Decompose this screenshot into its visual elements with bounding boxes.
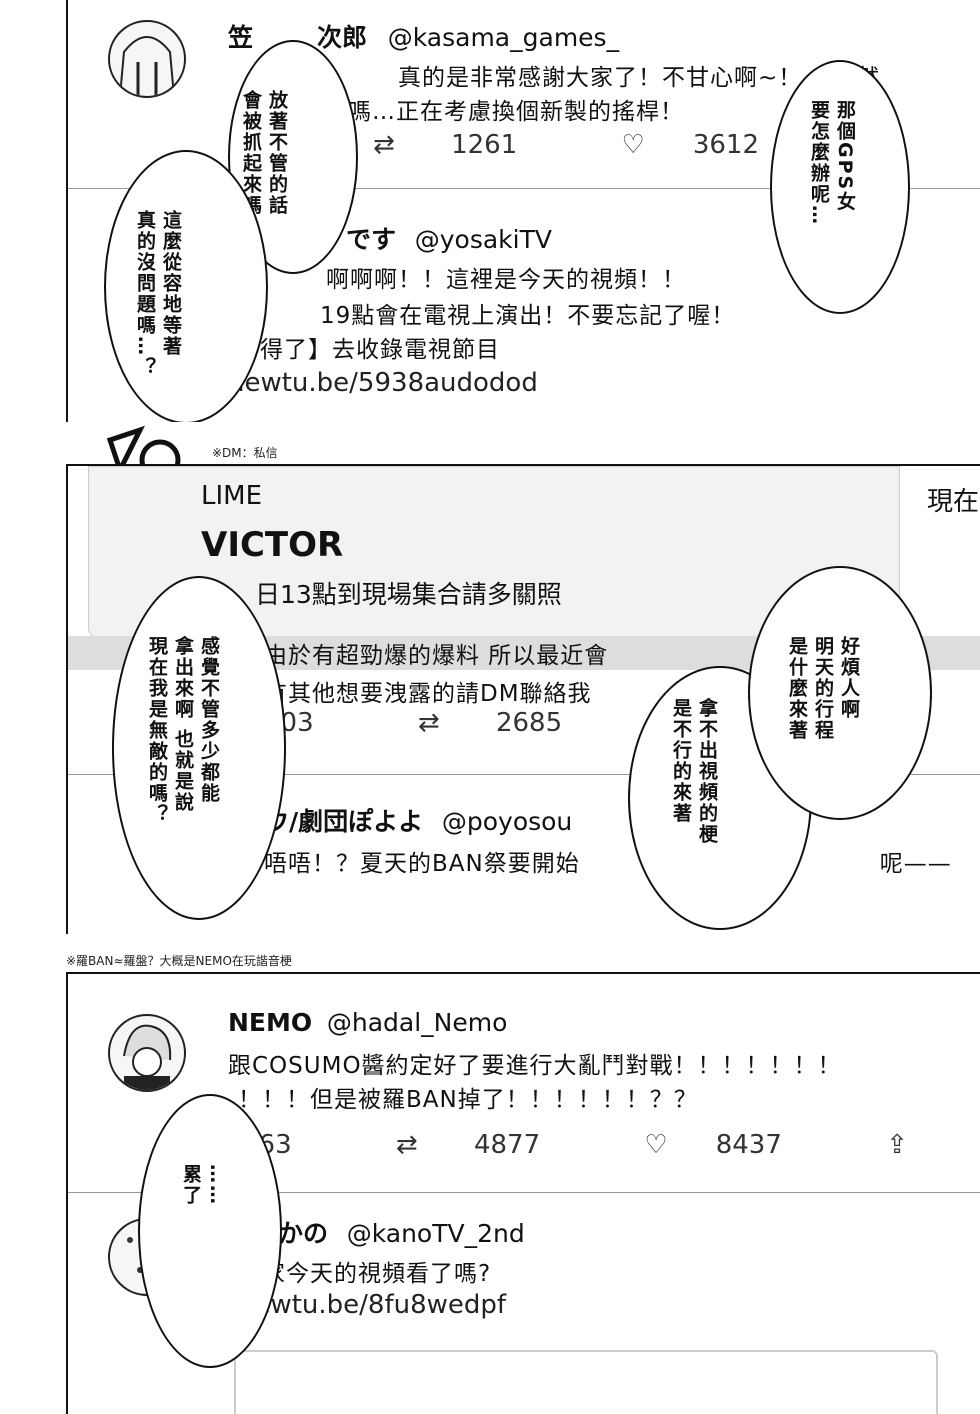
avatar xyxy=(108,20,186,98)
link-preview-card[interactable] xyxy=(234,1350,938,1414)
bubble-text: …… 累了 xyxy=(180,1164,228,1206)
post-actions: ⇄ 1261 ♡3612 ⇪ xyxy=(373,130,933,160)
post-text-line1: 由於有超勁爆的爆料 所以最近會 xyxy=(264,643,609,669)
share-icon[interactable]: ⇪ xyxy=(886,1130,908,1160)
panel-bottom: NEMO @hadal_Nemo 跟COSUMO醬約定好了要進行大亂鬥對戰！！！… xyxy=(66,972,980,1414)
bubble-text: 那個GPS女 要怎麼辦呢… xyxy=(808,100,856,226)
footnote-ban: ※羅BAN≈羅盤？大概是NEMO在玩諧音梗 xyxy=(66,954,292,968)
post-handle[interactable]: @kasama_games_ xyxy=(387,23,620,52)
speech-bubble xyxy=(748,566,932,820)
post-name: NEMO @hadal_Nemo xyxy=(228,1008,508,1037)
notification-sender: VICTOR xyxy=(201,525,344,565)
divider xyxy=(68,188,980,189)
notification-app: LIME xyxy=(201,481,263,511)
retweet-icon: ⇄ xyxy=(417,708,440,738)
divider xyxy=(68,1192,980,1193)
speech-bubble xyxy=(112,576,286,920)
avatar xyxy=(108,1014,186,1092)
bubble-text: 好煩人啊 明天的行程 是什麼來著 xyxy=(786,636,860,741)
retweet-icon: ⇄ xyxy=(395,1130,418,1160)
bubble-text: 這麼從容地等著 真的沒問題嗎…？ xyxy=(134,210,182,378)
post-link[interactable]: newtu.be/8fu8wedpf xyxy=(238,1290,507,1320)
post-link[interactable]: newtu.be/5938audodod xyxy=(228,368,538,398)
retweet-button[interactable]: ⇄ 2685 xyxy=(417,708,563,738)
post-name: です @yosakiTV xyxy=(346,225,552,254)
heart-icon: ♡ xyxy=(644,1130,668,1160)
speech-bubble xyxy=(104,150,268,422)
bubble-text: 放著不管的話 會被抓起來嗎 xyxy=(240,90,288,216)
post-handle[interactable]: @yosakiTV xyxy=(414,225,552,254)
post-handle[interactable]: @poyosou xyxy=(441,807,573,836)
post-text: 大家今天的視頻看了嗎? xyxy=(238,1261,492,1287)
post-text-line2: ！！！但是被羅BAN掉了！！！！！！？？ xyxy=(238,1087,698,1113)
nemo-avatar-icon xyxy=(123,1024,172,1090)
panel-middle: LIME 現在 VICTOR 日13點到現場集合請多關照 由於有超勁爆的爆料 所… xyxy=(66,464,980,934)
retweet-icon: ⇄ xyxy=(373,130,395,160)
post-name: ウ/劇団ぽよよ @poyosou xyxy=(264,807,573,836)
retweet-button[interactable]: ⇄ 4877 xyxy=(395,1130,541,1160)
speech-bubble xyxy=(138,1094,282,1368)
post-text-line3: 不得了】去收錄電視節目 xyxy=(236,337,500,363)
post-kasama: 笠次郎 @kasama_games_ 真的是非常感謝大家了！不甘心啊~！果然 嗎… xyxy=(68,0,980,180)
post-text-line1: 跟COSUMO醬約定好了要進行大亂鬥對戰！！！！！！！ xyxy=(228,1053,842,1079)
footnote-dm: ※DM：私信 xyxy=(212,446,278,460)
speech-bubble xyxy=(770,60,910,314)
like-button[interactable]: ♡3612 xyxy=(621,130,759,160)
notification-message: 日13點到現場集合請多關照 xyxy=(255,580,562,609)
post-handle[interactable]: @kanoTV_2nd xyxy=(346,1219,525,1248)
like-button[interactable]: ♡8437 xyxy=(644,1130,782,1160)
heart-icon: ♡ xyxy=(621,130,645,160)
panel-top: 笠次郎 @kasama_games_ 真的是非常感謝大家了！不甘心啊~！果然 嗎… xyxy=(66,0,980,422)
post-text-line2: 有其他想要洩露的請DM聯絡我 xyxy=(264,681,592,707)
notification-time: 現在 xyxy=(926,487,979,517)
hoodie-avatar-icon xyxy=(119,36,175,96)
bubble-text: 感覺不管多少都能 拿出來啊 也就是說 現在我是無敵的嗎？ xyxy=(146,636,220,825)
post-actions: 163 ⇄ 4877 ♡8437 ⇪ xyxy=(242,1130,956,1160)
post-text: 唔唔！？夏天的BAN祭要開始呢—— xyxy=(264,851,952,877)
post-yosaki: です @yosakiTV 啊啊啊！！這裡是今天的視頻！！ 19點會在電視上演出！… xyxy=(68,190,980,422)
post-text-line1: 啊啊啊！！這裡是今天的視頻！！ xyxy=(326,267,686,293)
post-name: 笠次郎 @kasama_games_ xyxy=(228,23,620,52)
retweet-button[interactable]: ⇄ 1261 xyxy=(373,130,518,160)
post-text-line2: 嗎…正在考慮換個新製的搖桿！ xyxy=(348,99,684,125)
divider xyxy=(68,774,980,775)
post-text-line2: 19點會在電視上演出！不要忘記了喔！ xyxy=(320,303,736,329)
bubble-text: 拿不出視頻的梗 是不行的來著 xyxy=(670,698,718,845)
post-handle[interactable]: @hadal_Nemo xyxy=(326,1008,508,1037)
